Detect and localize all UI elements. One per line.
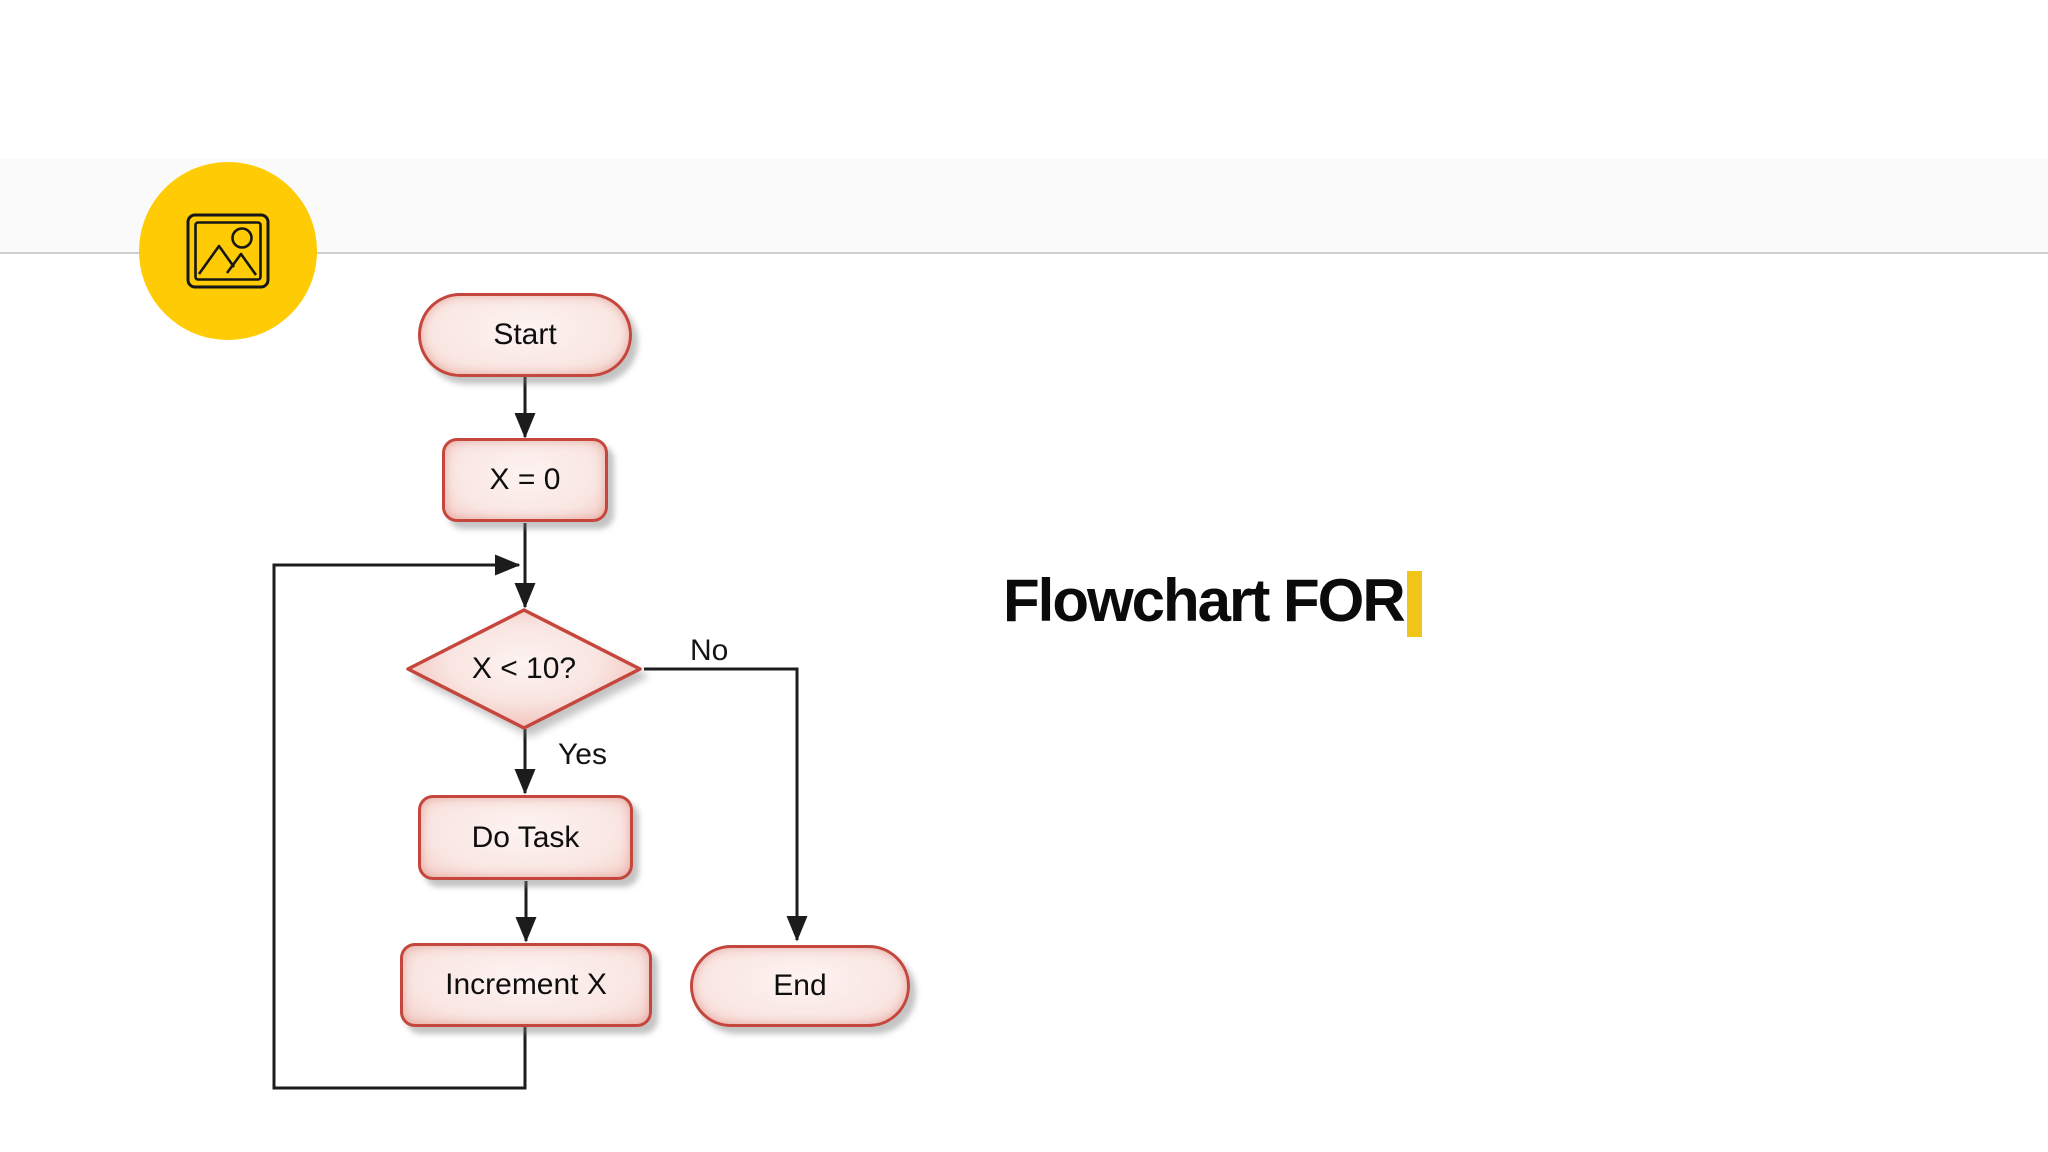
edge-label-yes: Yes bbox=[558, 738, 607, 771]
title-text[interactable]: Flowchart FOR bbox=[1003, 566, 1422, 637]
node-init-label: X = 0 bbox=[489, 463, 561, 496]
text-cursor bbox=[1406, 571, 1422, 637]
node-do-task: Do Task bbox=[418, 795, 633, 880]
node-start-label: Start bbox=[493, 318, 557, 351]
node-start: Start bbox=[418, 293, 632, 377]
node-decision-label: X < 10? bbox=[471, 652, 577, 685]
node-end: End bbox=[690, 945, 910, 1027]
edge-label-no: No bbox=[690, 634, 729, 667]
node-init: X = 0 bbox=[442, 438, 608, 522]
title-label: Flowchart FOR bbox=[1003, 567, 1406, 634]
node-increment: Increment X bbox=[400, 943, 652, 1027]
header-band bbox=[0, 159, 2048, 253]
node-decision: X < 10? bbox=[405, 608, 643, 730]
node-end-label: End bbox=[773, 969, 827, 1002]
node-increment-label: Increment X bbox=[445, 968, 607, 1001]
horizontal-divider bbox=[0, 252, 2048, 254]
image-icon bbox=[186, 213, 270, 289]
media-placeholder-badge[interactable] bbox=[139, 162, 317, 340]
node-do-task-label: Do Task bbox=[471, 820, 580, 854]
